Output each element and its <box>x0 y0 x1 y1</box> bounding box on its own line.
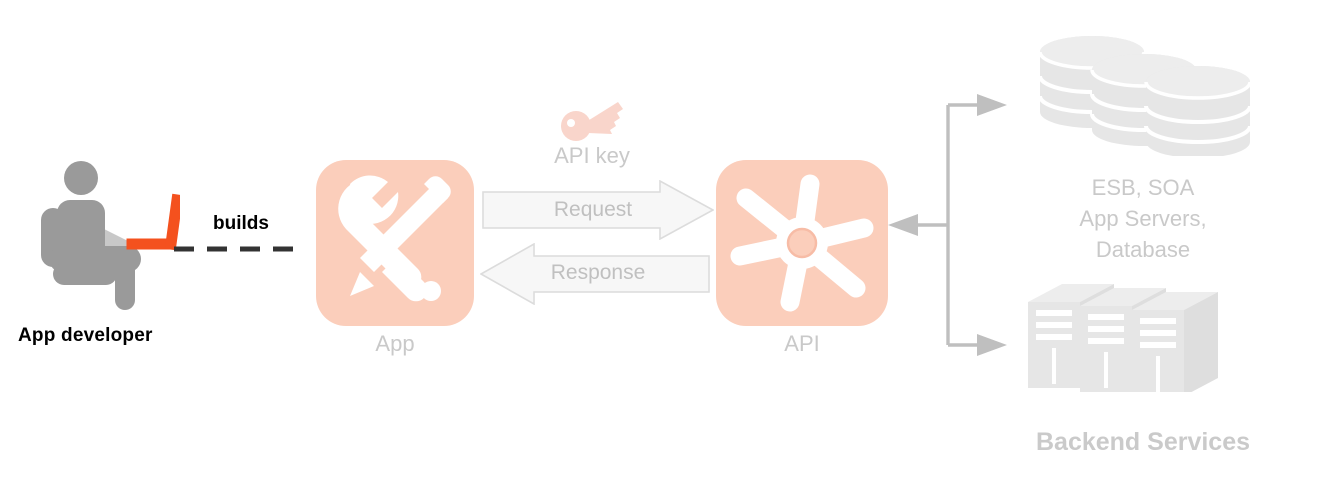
server-rack-icon <box>1028 284 1264 396</box>
request-label: Request <box>553 198 633 221</box>
app-node-label: App <box>375 331 415 356</box>
builds-label: builds <box>213 213 269 234</box>
api-starburst-icon <box>730 174 874 312</box>
api-node[interactable] <box>716 160 888 326</box>
backend-components-line-1: ESB, SOA <box>1091 175 1195 200</box>
api-node-label: API <box>784 331 820 356</box>
backend-components-label: ESB, SOA App Servers, Database <box>1010 172 1276 265</box>
request-flow-arrow <box>482 179 715 241</box>
wrench-and-pencil-icon <box>338 175 451 302</box>
response-flow-arrow <box>479 242 710 306</box>
backend-services-label: Backend Services <box>1035 428 1251 456</box>
api-backend-connectors <box>885 85 1015 365</box>
app-developer-label: App developer <box>18 325 153 346</box>
response-label: Response <box>550 261 646 284</box>
builds-dashed-connector <box>172 242 308 256</box>
app-developer-icon <box>40 160 184 310</box>
backend-components-line-2: App Servers, <box>1079 206 1207 231</box>
app-node[interactable] <box>316 160 474 326</box>
database-stack-icon <box>1018 34 1266 160</box>
key-icon <box>560 100 624 142</box>
api-key-label: API key <box>554 143 630 168</box>
backend-components-line-3: Database <box>1095 237 1191 262</box>
